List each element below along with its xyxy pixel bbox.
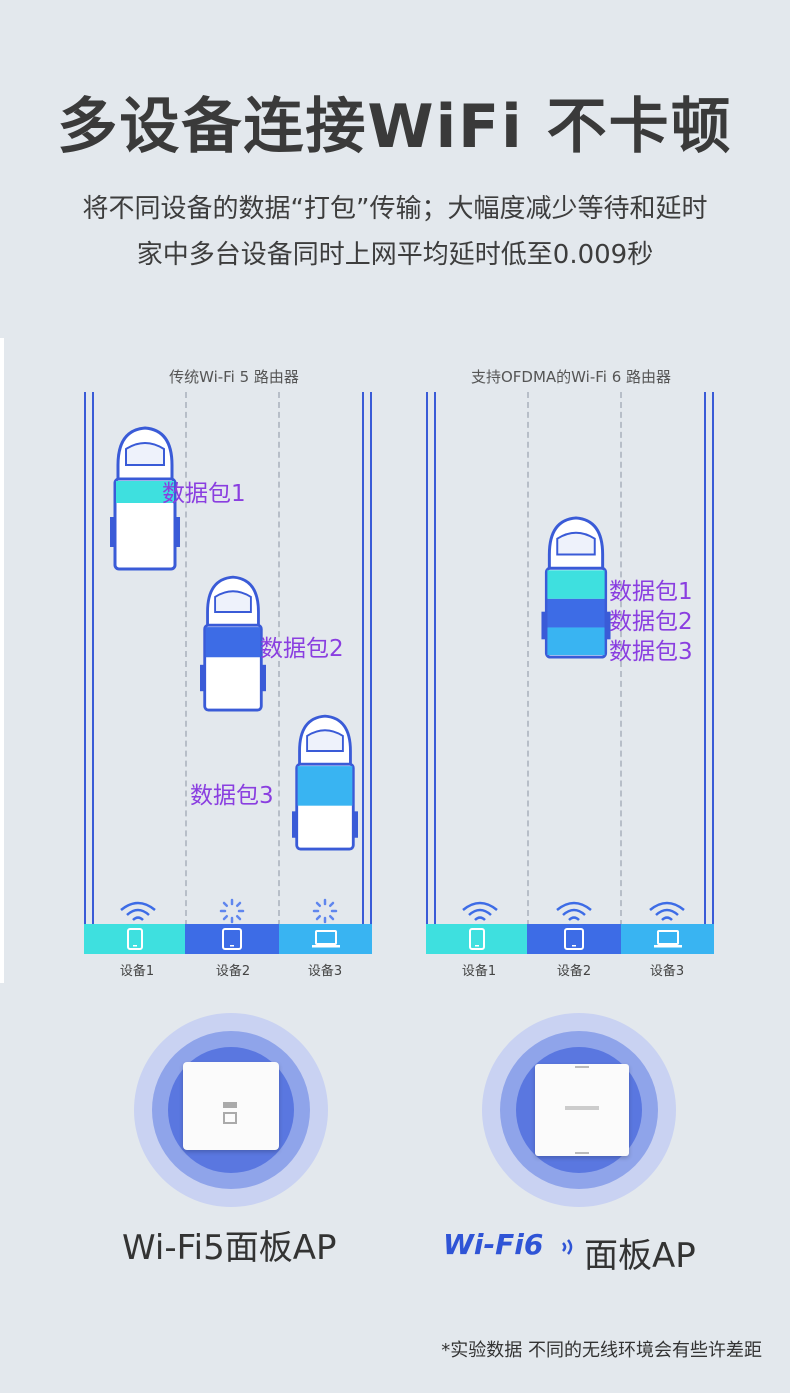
left-device-bar [84,924,372,954]
left-road-panel [84,392,374,954]
wifi5-panel-ap-image [183,1062,279,1150]
wifi-signal-icon [556,901,592,921]
device-label: 设备2 [556,964,592,979]
truck-combined-packets [541,516,611,659]
loading-spinner-icon [312,898,338,924]
device-label: 设备3 [307,964,343,979]
packet-label: 数据包3 [609,639,693,665]
wifi-signal-icon [462,901,498,921]
wifi6-product-label: 面板AP [584,1236,696,1276]
wifi6-panel-ap-image [535,1064,629,1156]
right-device-bar [426,924,714,954]
right-road-panel [426,392,716,954]
footnote: *实验数据 不同的无线环境会有些许差距 [441,1340,762,1361]
device-label: 设备1 [119,964,155,979]
laptop-icon [621,924,714,954]
page-title: 多设备连接WiFi 不卡顿 [57,92,733,162]
truck-packet-3 [292,714,358,851]
device-label: 设备3 [649,964,685,979]
packet-label: 数据包2 [260,636,344,662]
right-panel-label: 支持OFDMA的Wi-Fi 6 路由器 [470,368,672,386]
subtitle-line-1: 将不同设备的数据“打包”传输；大幅度减少等待和延时 [82,194,708,224]
left-panel-label: 传统Wi-Fi 5 路由器 [169,368,299,386]
packet-label: 数据包1 [609,579,693,605]
device-label: 设备2 [215,964,251,979]
truck-packet-2 [200,575,266,712]
truck-packet-1 [110,426,180,571]
wifi-waves-icon [562,1239,573,1255]
wifi-signal-icon [649,901,685,921]
packet-label: 数据包2 [609,609,693,635]
card-edge [0,338,4,983]
tablet-icon [185,924,279,954]
packet-label: 数据包3 [190,783,274,809]
subtitle-line-2: 家中多台设备同时上网平均延时低至0.009秒 [136,240,654,270]
wifi5-product-label: Wi-Fi5面板AP [122,1228,337,1268]
device-label: 设备1 [461,964,497,979]
packet-label: 数据包1 [162,481,246,507]
phone-icon [84,924,185,954]
laptop-icon [279,924,372,954]
wifi6-logo: Wi-Fi6 [443,1228,544,1261]
phone-icon [426,924,527,954]
tablet-icon [527,924,621,954]
loading-spinner-icon [219,898,245,924]
wifi-signal-icon [120,901,156,921]
